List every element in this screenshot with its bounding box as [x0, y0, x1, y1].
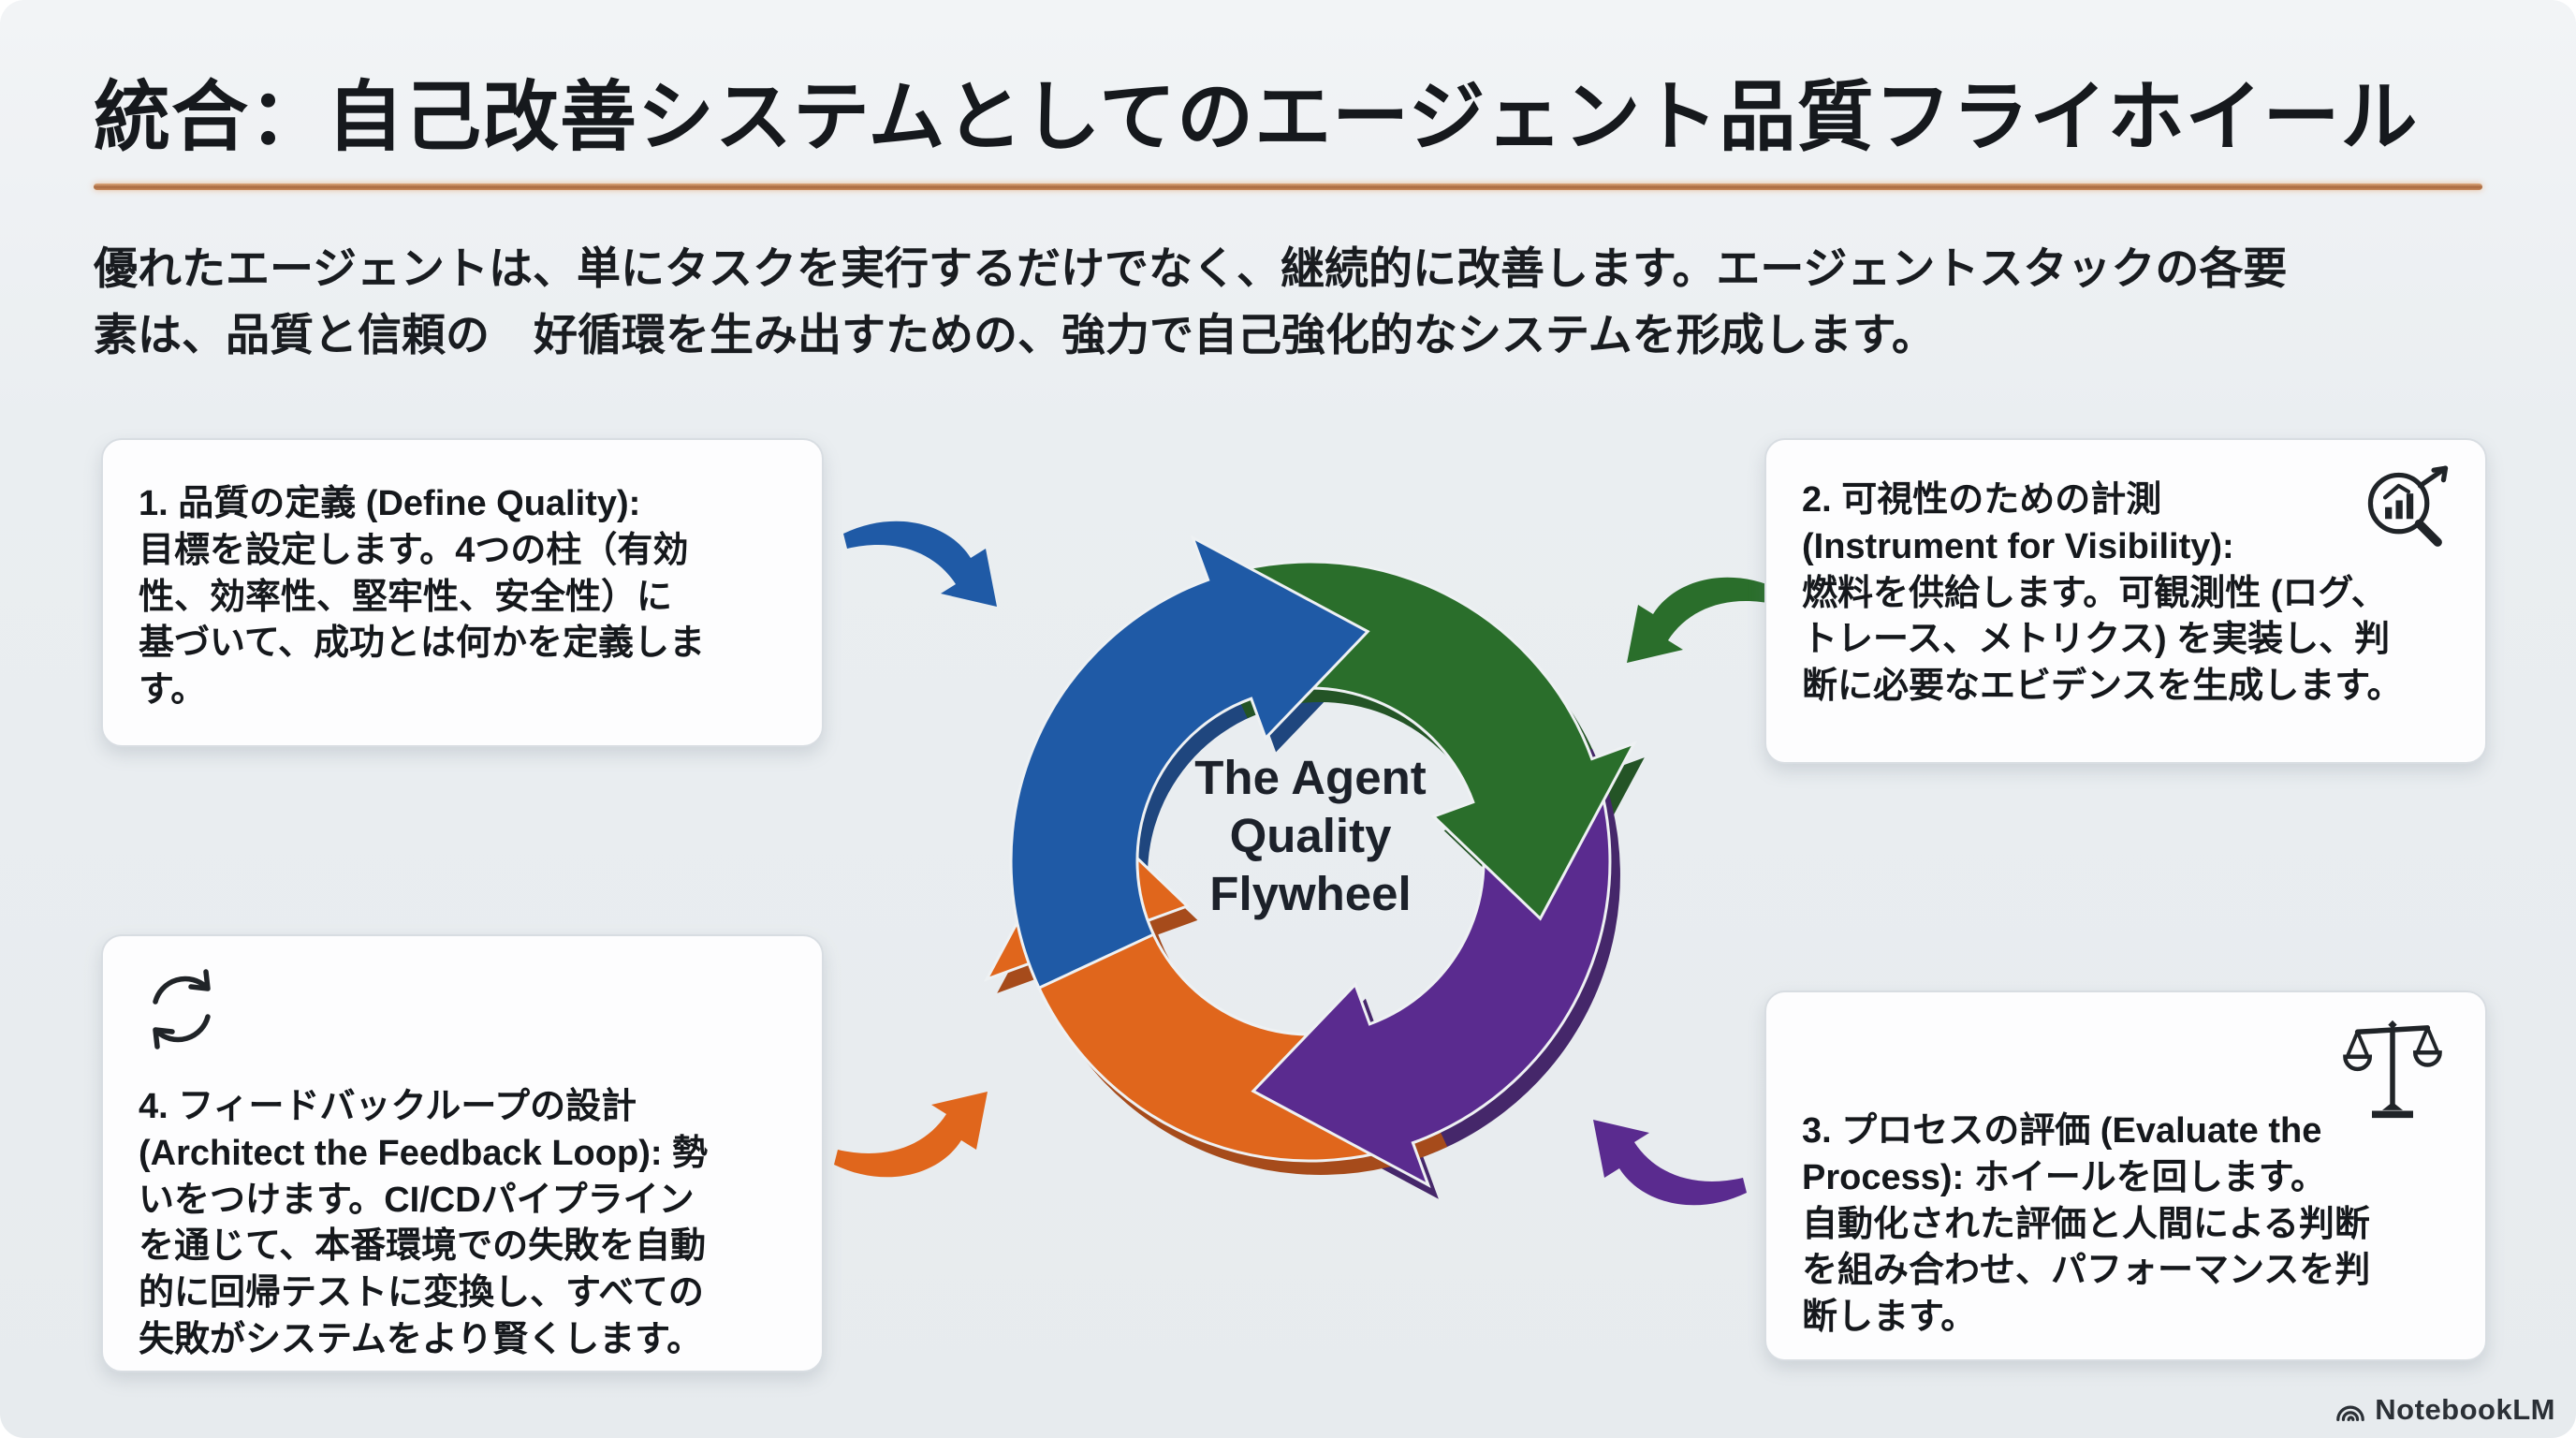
step-card-architect-feedback-loop: 4. フィードバックループの設計 (Architect the Feedback…: [101, 934, 824, 1372]
intro-paragraph: 優れたエージェントは、単にタスクを実行するだけでなく、継続的に改善します。エージ…: [94, 243, 2288, 360]
connector-arrow-purple: [1593, 1120, 1747, 1206]
notebooklm-icon: [2336, 1405, 2365, 1421]
page-title: 統合：自己改善システムとしてのエージェント品質フライホイール: [94, 75, 2419, 160]
step-card-define-quality: 1. 品質の定義 (Define Quality): 目標を設定します。4つの柱…: [101, 438, 824, 747]
title-underline: [94, 183, 2482, 190]
step-card-text: 2. 可視性のための計測 (Instrument for Visibility)…: [1802, 480, 2403, 707]
connector-arrow-green: [1627, 577, 1780, 663]
connector-arrow-blue: [843, 521, 997, 607]
step-card-evaluate-the-process: 3. プロセスの評価 (Evaluate the Process): ホイールを…: [1764, 990, 2487, 1361]
notebooklm-wordmark: NotebookLM: [2375, 1393, 2555, 1426]
cycle-arrows-icon: [153, 969, 211, 1049]
step-card-instrument-for-visibility: 2. 可視性のための計測 (Instrument for Visibility)…: [1764, 438, 2487, 764]
notebooklm-branding: NotebookLM: [2334, 1393, 2555, 1427]
step-card-text: 1. 品質の定義 (Define Quality): 目標を設定します。4つの柱…: [139, 484, 705, 711]
step-card-text: 3. プロセスの評価 (Evaluate the Process): ホイールを…: [1802, 1111, 2371, 1338]
step-card-text: 4. フィードバックループの設計 (Architect the Feedback…: [139, 1087, 709, 1359]
balance-scale-icon: [2343, 1020, 2442, 1119]
flywheel-center-label: The Agent Quality Flywheel: [1194, 751, 1427, 921]
chart-magnifier-icon: [2367, 465, 2449, 547]
connector-arrow-orange: [834, 1092, 988, 1178]
